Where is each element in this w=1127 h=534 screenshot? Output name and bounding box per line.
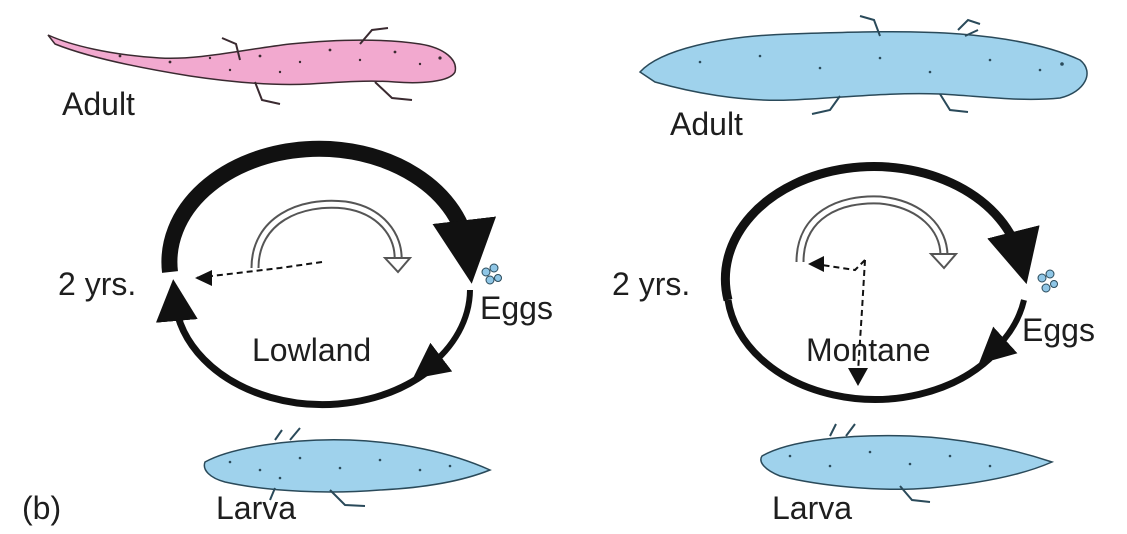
figure-label: (b)	[22, 492, 61, 524]
lowland-inner-arrow	[195, 204, 410, 286]
montane-larva-label: Larva	[772, 492, 852, 524]
lowland-larva-label: Larva	[216, 492, 296, 524]
montane-habitat-label: Montane	[806, 334, 931, 366]
montane-adult-salamander-drawing	[640, 16, 1087, 114]
montane-eggs-drawing	[1038, 270, 1058, 292]
montane-adult-label: Adult	[670, 108, 743, 140]
montane-eggs-label: Eggs	[1022, 314, 1095, 346]
lowland-adult-body	[48, 35, 455, 85]
montane-time-label: 2 yrs.	[612, 268, 690, 300]
lowland-adult-label: Adult	[62, 88, 135, 120]
lowland-eggs-label: Eggs	[480, 292, 553, 324]
lowland-habitat-label: Lowland	[252, 334, 371, 366]
lowland-time-label: 2 yrs.	[58, 268, 136, 300]
lowland-eggs-drawing	[482, 264, 502, 284]
